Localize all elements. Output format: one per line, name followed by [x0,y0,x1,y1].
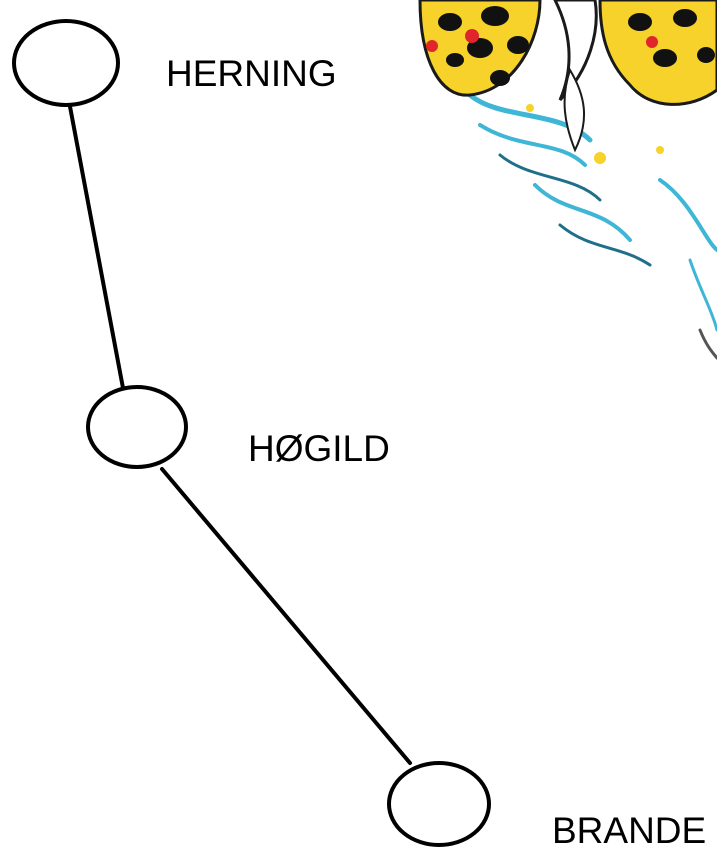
station-label-hogild: HØGILD [248,428,390,469]
station-node-hogild [86,385,188,469]
cartoon-fish-splash-icon [418,0,717,360]
connection-hogild-brande [160,467,412,765]
station-label-brande: BRANDE [552,810,706,851]
station-node-brande [387,761,491,847]
connection-herning-hogild [63,78,125,390]
station-label-herning: HERNING [166,53,337,94]
station-node-herning [12,19,120,107]
